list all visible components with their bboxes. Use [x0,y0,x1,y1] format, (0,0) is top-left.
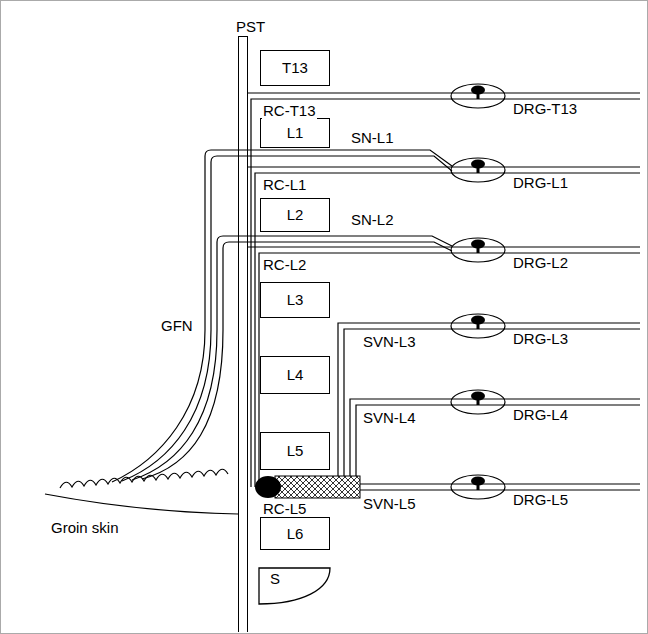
vertebra-label: L1 [287,124,304,142]
vertebra-box: L2 [260,198,330,232]
skin-surface [60,469,228,488]
cell-stem [477,90,480,99]
crosshatch-region [275,476,360,498]
ganglion [451,314,505,338]
nerve-line [360,489,640,490]
structure-label: RC-L2 [262,257,307,273]
structure-label: SVN-L5 [362,496,417,512]
ganglia [451,84,505,499]
black-dot [255,476,281,498]
tract-label: PST [236,18,276,36]
vertebra-label: L2 [287,206,304,224]
vertebra-box: L6 [260,517,330,550]
cell-bodies [471,86,485,491]
vertebra-label: L3 [287,291,304,309]
structure-label: DRG-L1 [512,175,569,191]
ganglion [451,158,505,182]
nerve-line [122,156,452,481]
structure-label: SVN-L3 [362,334,417,350]
structure-label: DRG-L3 [512,331,569,347]
nerve-fibres [112,93,640,490]
vertebra-box: T13 [260,50,330,86]
vertebra-box: L5 [260,432,330,470]
vertebra-label: L4 [287,366,304,384]
cell-stem [477,244,480,253]
structure-label: RC-T13 [262,103,317,119]
structure-label: SN-L2 [350,212,395,228]
vertebra-label: S [258,567,335,588]
structure-label: DRG-L2 [512,255,569,271]
cell-stem [477,481,480,490]
nerve-line [248,92,640,93]
structure-label: RC-L5 [262,501,307,517]
structure-label: GFN [160,318,194,334]
nerve-line [142,242,452,479]
nerve-line [338,323,640,476]
structure-label: SVN-L4 [362,410,417,426]
nerve-line [360,483,640,484]
ganglion [451,475,505,499]
sacrum-outline [258,567,331,605]
structure-label: DRG-L4 [512,407,569,423]
vertebra-box: L1 [260,118,330,148]
nerve-line [112,150,452,482]
structure-label: SN-L1 [350,130,395,146]
structure-label: Groin skin [50,520,120,536]
nerve-line [248,166,640,167]
ganglion [451,390,505,414]
nerve-line [350,399,640,476]
vertebra-box: L4 [260,356,330,394]
vertebra-label: L5 [287,442,304,460]
nerve-line [356,405,640,476]
skin-outline [45,494,238,514]
ganglion [451,238,505,262]
nerve-line [251,99,640,487]
vertebra-label: T13 [282,59,308,77]
vertebra-box: L3 [260,282,330,318]
nerve-line [132,236,452,480]
cell-stem [477,320,480,329]
cell-stem [477,164,480,173]
tract-bar [238,36,248,632]
structure-label: RC-L1 [262,177,307,193]
sacrum-node: S [258,567,335,605]
cell-stem [477,396,480,405]
structure-label: DRG-T13 [512,101,578,117]
vertebra-label: L6 [287,525,304,543]
sacrum-path [259,568,330,604]
structure-label: DRG-L5 [512,492,569,508]
nerve-line [259,253,640,487]
nerve-line [255,173,640,487]
nerve-line [344,329,640,476]
ganglion [451,84,505,108]
